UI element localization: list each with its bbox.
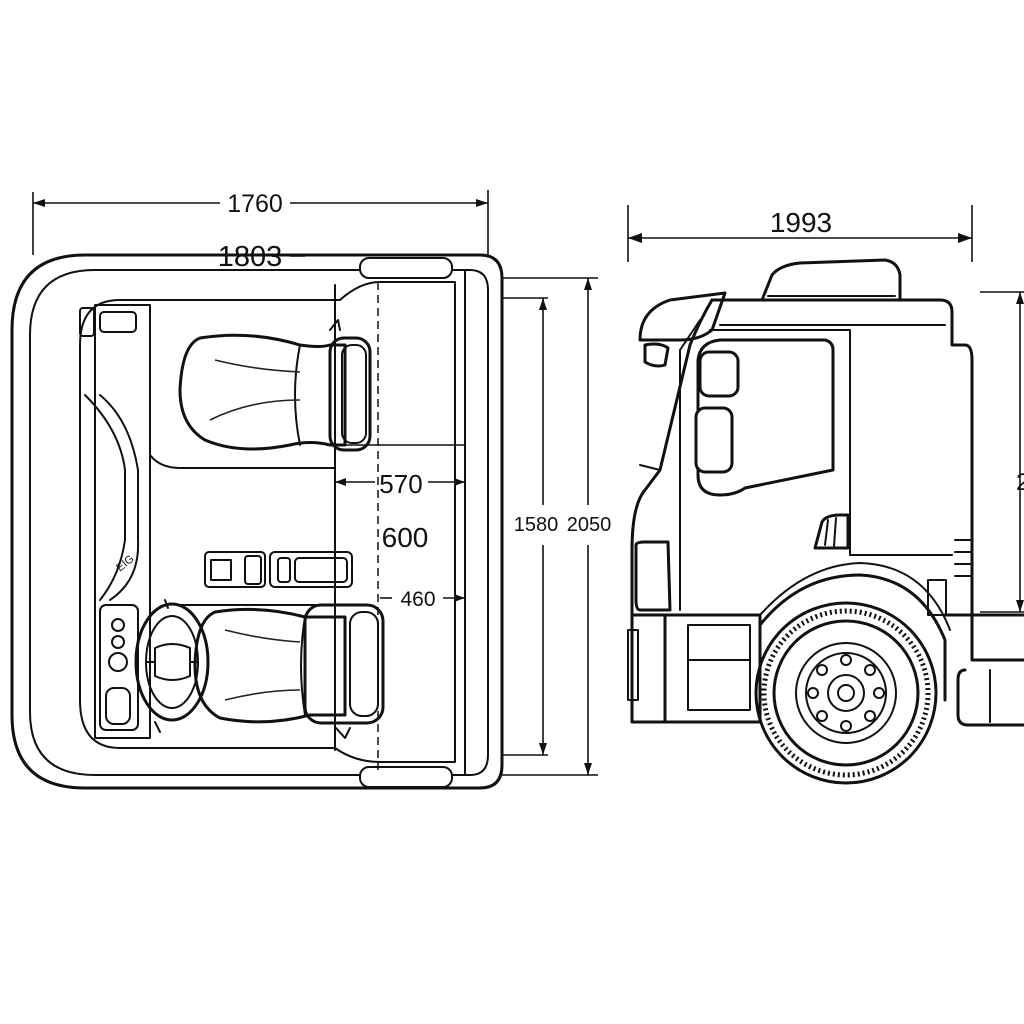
steering-wheel-icon xyxy=(134,599,210,733)
wheel-icon xyxy=(754,601,938,785)
dimension-lines xyxy=(32,190,1024,776)
dim-1580: 1580 xyxy=(514,514,559,536)
dim-right-partial: 2 xyxy=(1016,469,1024,496)
dim-570: 570 xyxy=(379,469,422,499)
dim-1803: 1803 xyxy=(218,241,283,273)
truck-cab-side-view-icon xyxy=(627,258,1024,785)
driver-seat-icon xyxy=(193,603,385,739)
dim-1993: 1993 xyxy=(770,207,832,238)
cab-floor-plan-icon: EIG xyxy=(10,253,504,790)
dim-1760: 1760 xyxy=(227,190,283,218)
dim-2050: 2050 xyxy=(567,514,612,536)
passenger-seat-icon xyxy=(178,319,372,452)
dim-600: 600 xyxy=(382,522,429,553)
dim-460: 460 xyxy=(400,588,435,611)
